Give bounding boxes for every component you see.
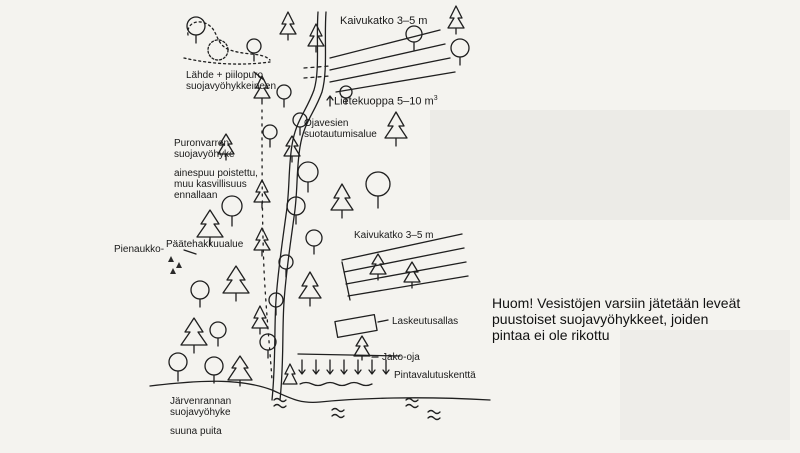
note-line-2: puustoiset suojavyöhykkeet, joiden bbox=[492, 311, 709, 327]
label-kaivukatko-mid: Kaivukatko 3–5 m bbox=[354, 230, 434, 241]
label-lahde: Lähde + piilopuro bbox=[186, 70, 264, 81]
label-pienaukko: Pienaukko- bbox=[114, 244, 165, 255]
label-lahde-zone: suojavyöhykkeineen bbox=[186, 81, 277, 92]
label-ennallaan: ennallaan bbox=[174, 190, 218, 201]
label-laskeutusallas: Laskeutusallas bbox=[392, 316, 459, 327]
spring-hidden-brook bbox=[183, 21, 271, 65]
label-pintavalutuskentta: Pintavalutuskenttä bbox=[394, 370, 476, 381]
stream-buffer-dotted-line bbox=[261, 109, 273, 381]
label-paatehakkuualue: Päätehakkuualue bbox=[166, 239, 244, 250]
label-jako-oja: Jako-oja bbox=[382, 352, 420, 363]
label-puronvarren: Puronvarren bbox=[174, 138, 230, 149]
deciduous-trees bbox=[168, 16, 470, 384]
sedimentation-pond bbox=[334, 313, 378, 339]
label-lietekuoppa: Lietekuoppa 5–10 m3 bbox=[334, 93, 438, 108]
label-lietekuoppa-text: Lietekuoppa 5–10 m bbox=[334, 95, 434, 108]
label-suotautumisalue: suotautumisalue bbox=[304, 129, 377, 140]
label-muu-kasvillisuus: muu kasvillisuus bbox=[174, 179, 247, 190]
label-jarvi-zone: suojavyöhyke bbox=[170, 407, 231, 418]
label-lietekuoppa-sup: 3 bbox=[433, 95, 438, 102]
pointer-arrows bbox=[183, 71, 389, 358]
label-jarvenrannan: Järvenrannan bbox=[170, 396, 232, 407]
label-kaivukatko-top: Kaivukatko 3–5 m bbox=[340, 15, 428, 27]
label-suuna-puita: suuna puita bbox=[170, 426, 222, 437]
upper-ditches bbox=[303, 29, 456, 93]
lake-waves bbox=[273, 397, 441, 421]
sludge-pit-arrow bbox=[326, 95, 334, 107]
note-line-1: Huom! Vesistöjen varsiin jätetään leveät bbox=[492, 295, 741, 311]
small-seedlings bbox=[168, 256, 182, 274]
distribution-ditch bbox=[297, 353, 401, 357]
note-line-3: pintaa ei ole rikottu bbox=[492, 327, 610, 343]
overland-flow-arrows bbox=[298, 359, 390, 387]
stream bbox=[271, 11, 327, 401]
label-puron-zone: suojavyöhyke bbox=[174, 149, 235, 160]
background-texture bbox=[430, 110, 790, 440]
label-ainespuu: ainespuu poistettu, bbox=[174, 168, 258, 179]
label-ojavesien: Ojavesien bbox=[304, 118, 349, 129]
conifer-trees bbox=[180, 5, 465, 387]
middle-ditches bbox=[341, 233, 469, 301]
